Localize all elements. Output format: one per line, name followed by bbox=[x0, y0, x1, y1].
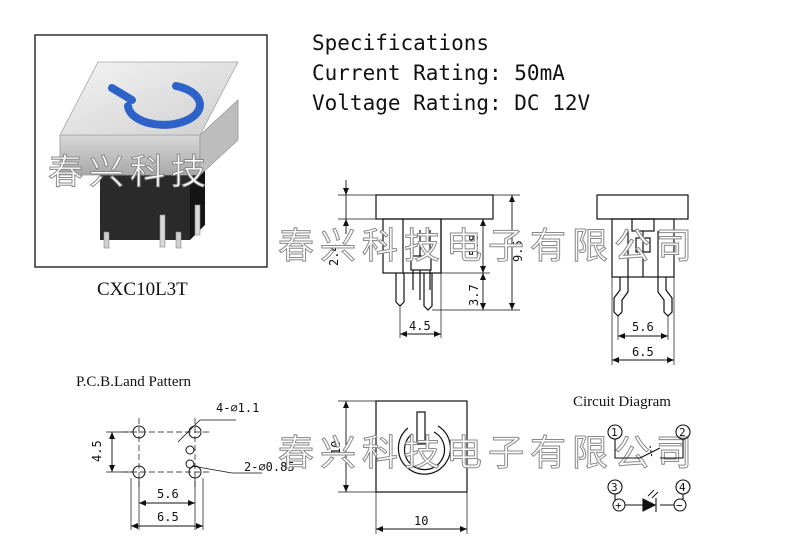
circuit-pin-2-label: 2 bbox=[679, 426, 686, 439]
product-photo: 春兴科技 bbox=[34, 34, 268, 268]
switch-body-image bbox=[59, 61, 239, 249]
model-label: CXC10L3T bbox=[97, 279, 188, 300]
dim-front-5-6: 5.6 bbox=[632, 320, 654, 334]
pcb-hole-small-2 bbox=[185, 459, 195, 469]
watermark-lower: 春兴科技电子有限公司 bbox=[278, 433, 698, 474]
power-symbol-icon bbox=[124, 82, 204, 129]
pcb-hole-large-label: 4-⌀1.1 bbox=[216, 401, 259, 415]
minus-terminal-icon bbox=[673, 498, 687, 512]
top-view bbox=[338, 400, 468, 534]
circuit-pin-4-label: 4 bbox=[679, 481, 686, 494]
circuit-diagram bbox=[607, 424, 691, 512]
dim-side-9-5: 9.5 bbox=[511, 240, 525, 262]
minus-label: − bbox=[676, 499, 683, 512]
dim-top-10-vertical: 10 bbox=[329, 441, 343, 455]
top-view-outline bbox=[375, 400, 468, 493]
plus-terminal-icon bbox=[612, 498, 626, 512]
front-view bbox=[596, 194, 689, 365]
photo-watermark: 春兴科技 bbox=[48, 153, 212, 193]
dim-pcb-6-5: 6.5 bbox=[157, 510, 179, 524]
top-view-power-symbol-icon bbox=[397, 425, 451, 475]
side-cap-outline bbox=[375, 194, 494, 220]
pcb-hole-small-1 bbox=[185, 445, 195, 455]
dim-front-6-5: 6.5 bbox=[632, 345, 654, 359]
spec-heading: Specifications bbox=[312, 31, 490, 55]
dim-side-2-4: 2.4 bbox=[327, 244, 341, 266]
switch-contact-icon bbox=[639, 447, 661, 459]
circuit-title: Circuit Diagram bbox=[573, 394, 671, 410]
pcb-hole-large-2 bbox=[188, 425, 202, 439]
pcb-title: P.C.B.Land Pattern bbox=[76, 374, 191, 390]
watermark-middle: 春兴科技电子有限公司 bbox=[278, 226, 698, 267]
pcb-land-pattern bbox=[106, 418, 262, 530]
dim-side-3-7: 3.7 bbox=[467, 284, 481, 306]
dim-pcb-5-6: 5.6 bbox=[157, 487, 179, 501]
dim-pcb-4-5: 4.5 bbox=[90, 440, 104, 462]
led-icon bbox=[642, 498, 657, 512]
plus-label: + bbox=[615, 499, 622, 512]
dim-side-4-5: 4.5 bbox=[409, 319, 431, 333]
circuit-pin-3-label: 3 bbox=[611, 481, 618, 494]
dim-side-5-8: 5.8 bbox=[467, 234, 481, 256]
side-view bbox=[338, 180, 520, 338]
spec-current-rating: Current Rating: 50mA bbox=[312, 61, 565, 85]
dim-top-10-horizontal: 10 bbox=[414, 514, 428, 528]
spec-voltage-rating: Voltage Rating: DC 12V bbox=[312, 91, 591, 115]
front-cap-outline bbox=[596, 194, 689, 220]
circuit-pin-1-label: 1 bbox=[611, 426, 618, 439]
power-line-icon bbox=[108, 84, 136, 104]
pcb-hole-small-label: 2-⌀0.85 bbox=[244, 460, 295, 474]
